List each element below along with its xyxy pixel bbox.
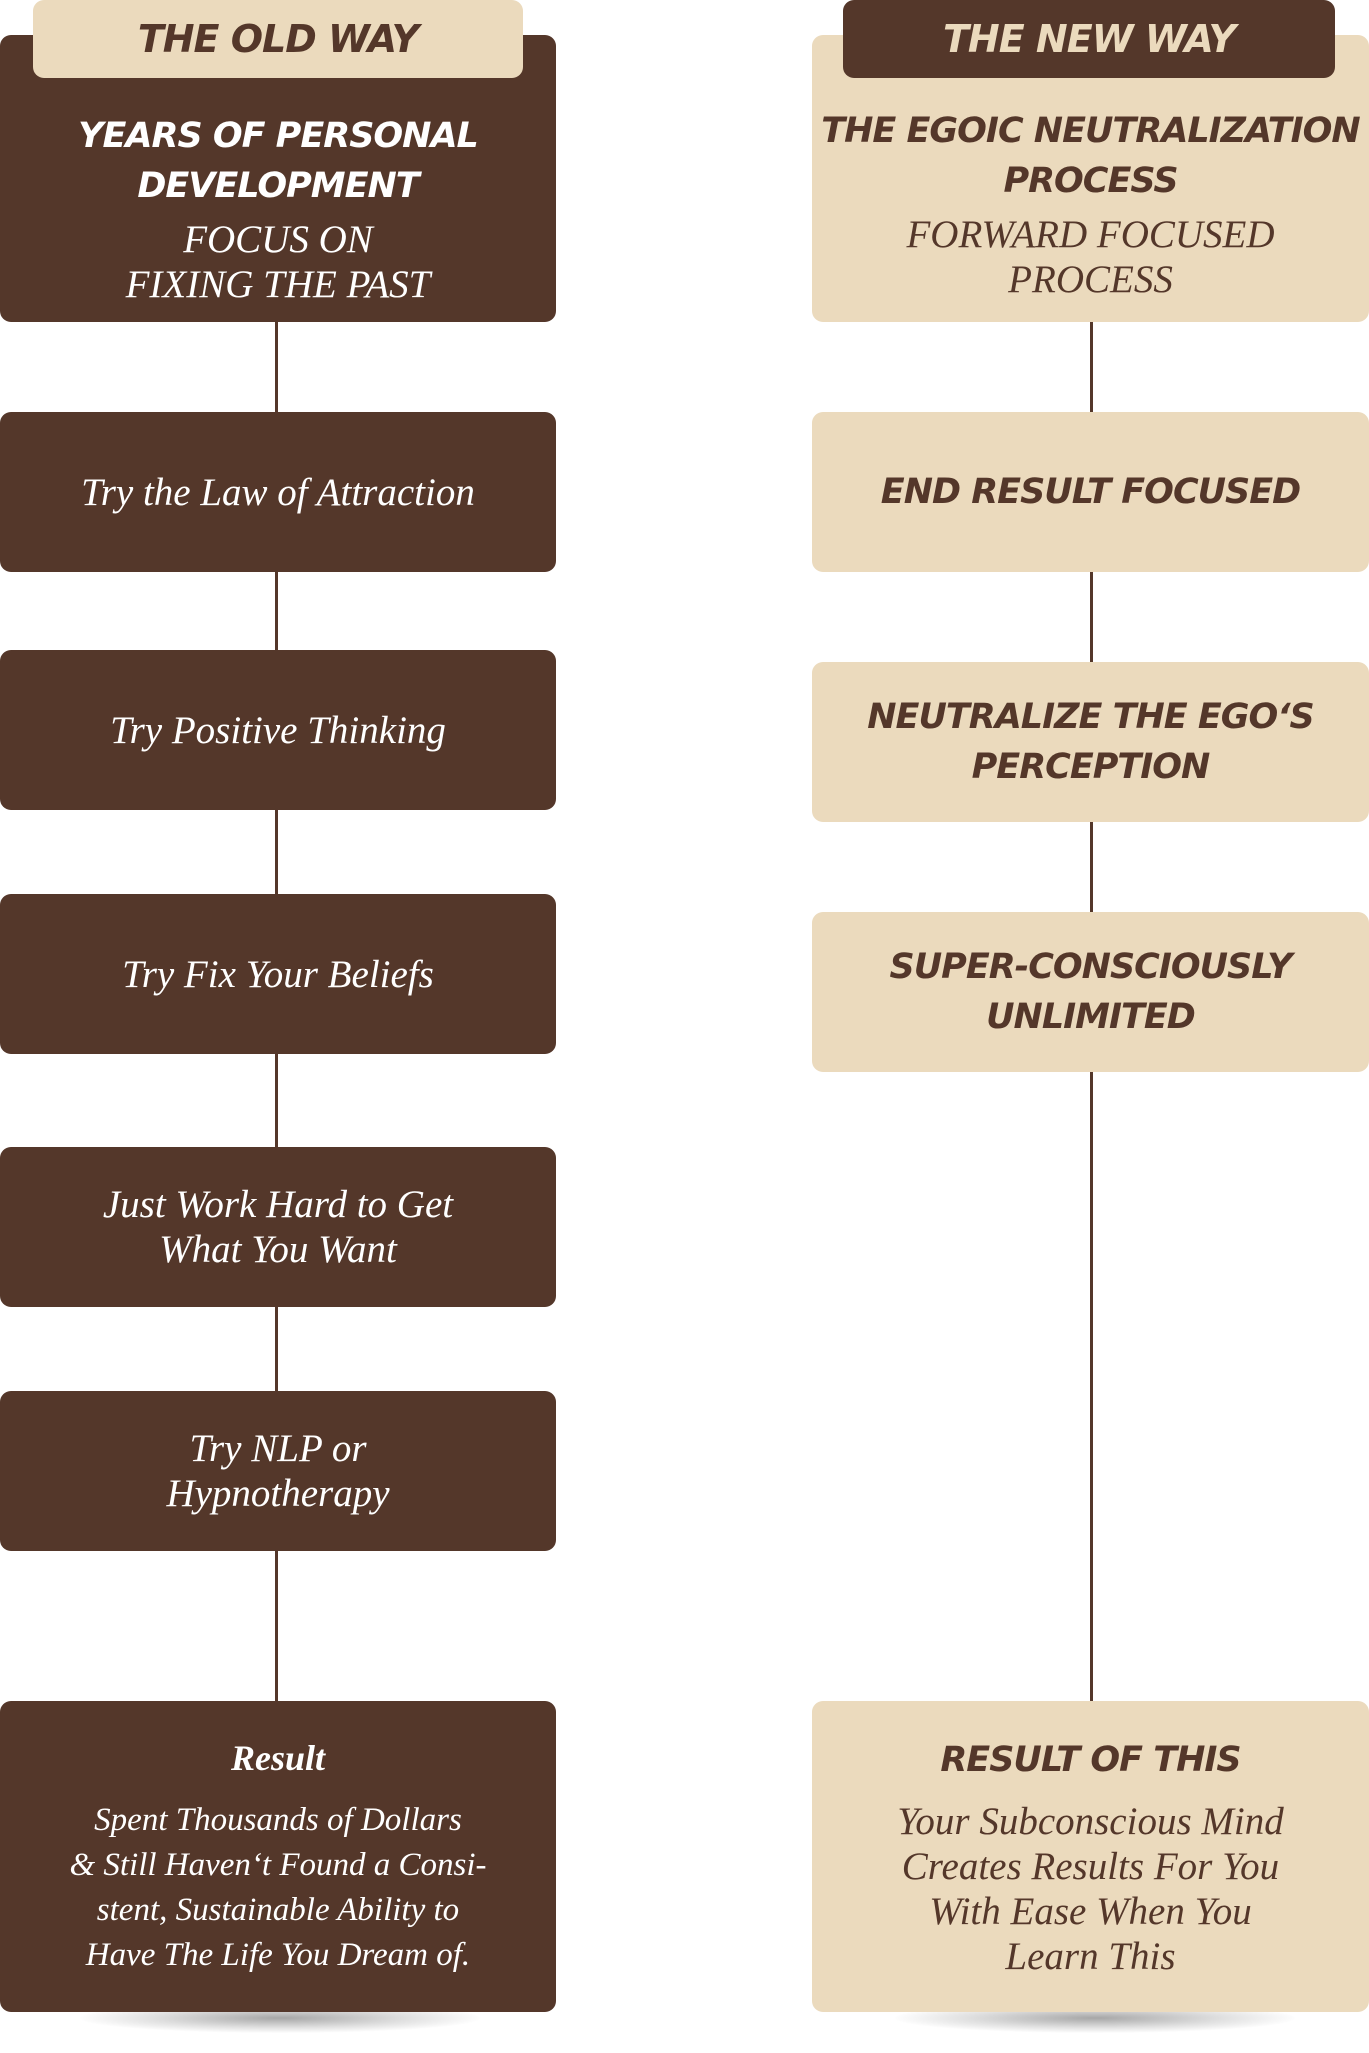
old-way-result-line1: Spent Thousands of Dollars <box>94 1801 462 1838</box>
old-way-result-box: Result Spent Thousands of Dollars & Stil… <box>0 1701 556 2012</box>
new-way-step-2: NEUTRALIZE THE EGO‘S PERCEPTION <box>812 662 1369 822</box>
new-way-step-1-label: END RESULT FOCUSED <box>880 472 1301 512</box>
old-way-step-4-line1: Just Work Hard to Get <box>102 1183 454 1226</box>
old-way-header-box: YEARS OF PERSONAL DEVELOPMENT FOCUS ON F… <box>0 35 556 322</box>
new-way-step-2-line2: PERCEPTION <box>971 747 1211 787</box>
new-way-step-2-line1: NEUTRALIZE THE EGO‘S <box>867 697 1314 737</box>
old-way-step-2-label: Try Positive Thinking <box>110 708 446 752</box>
old-way-header-title-line1: YEARS OF PERSONAL <box>78 115 479 156</box>
new-way-step-1: END RESULT FOCUSED <box>812 412 1369 572</box>
new-way-header-title-line1: THE EGOIC NEUTRALIZATION <box>821 110 1360 151</box>
old-way-step-3: Try Fix Your Beliefs <box>0 894 556 1054</box>
new-way-header-box: THE EGOIC NEUTRALIZATION PROCESS FORWARD… <box>812 35 1369 322</box>
old-way-step-5-line2: Hypnotherapy <box>166 1472 390 1515</box>
old-way-step-1: Try the Law of Attraction <box>0 412 556 572</box>
old-way-tab: THE OLD WAY <box>33 0 523 78</box>
new-way-step-3-line2: UNLIMITED <box>986 997 1196 1037</box>
new-way-header-title-line2: PROCESS <box>1003 160 1178 201</box>
old-way-step-4-line2: What You Want <box>159 1228 397 1271</box>
new-way-header-subtitle-line1: FORWARD FOCUSED <box>906 212 1275 256</box>
old-way-result-line4: Have The Life You Dream of. <box>85 1936 471 1973</box>
new-way-step-3: SUPER-CONSCIOUSLY UNLIMITED <box>812 912 1369 1072</box>
old-way-header-title-line2: DEVELOPMENT <box>137 165 419 206</box>
new-way-result-line2: Creates Results For You <box>901 1844 1280 1888</box>
old-way-header-subtitle-line1: FOCUS ON <box>183 217 373 261</box>
new-way-result-line3: With Ease When You <box>929 1889 1252 1933</box>
new-way-tab-label: THE NEW WAY <box>943 17 1236 61</box>
old-way-step-4: Just Work Hard to Get What You Want <box>0 1147 556 1307</box>
new-way-step-3-line1: SUPER-CONSCIOUSLY <box>889 947 1293 987</box>
new-way-result-line4: Learn This <box>1005 1934 1176 1978</box>
old-way-step-3-label: Try Fix Your Beliefs <box>122 952 434 996</box>
new-way-result-title: RESULT OF THIS <box>940 1739 1241 1780</box>
old-way-step-5-line1: Try NLP or <box>189 1427 367 1470</box>
new-way-result-line1: Your Subconscious Mind <box>897 1799 1284 1843</box>
old-way-result-line3: stent, Sustainable Ability to <box>96 1891 460 1928</box>
old-way-step-2: Try Positive Thinking <box>0 650 556 810</box>
old-way-result-title: Result <box>230 1737 326 1778</box>
new-way-result-box: RESULT OF THIS Your Subconscious Mind Cr… <box>812 1701 1369 2012</box>
old-way-header-subtitle-line2: FIXING THE PAST <box>125 262 431 306</box>
old-way-result-line2: & Still Haven‘t Found a Consi- <box>69 1846 487 1883</box>
new-way-header-subtitle-line2: PROCESS <box>1008 257 1173 301</box>
old-way-step-5: Try NLP or Hypnotherapy <box>0 1391 556 1551</box>
old-way-step-1-label: Try the Law of Attraction <box>81 470 475 514</box>
old-way-tab-label: THE OLD WAY <box>137 17 419 61</box>
new-way-tab: THE NEW WAY <box>843 0 1335 78</box>
